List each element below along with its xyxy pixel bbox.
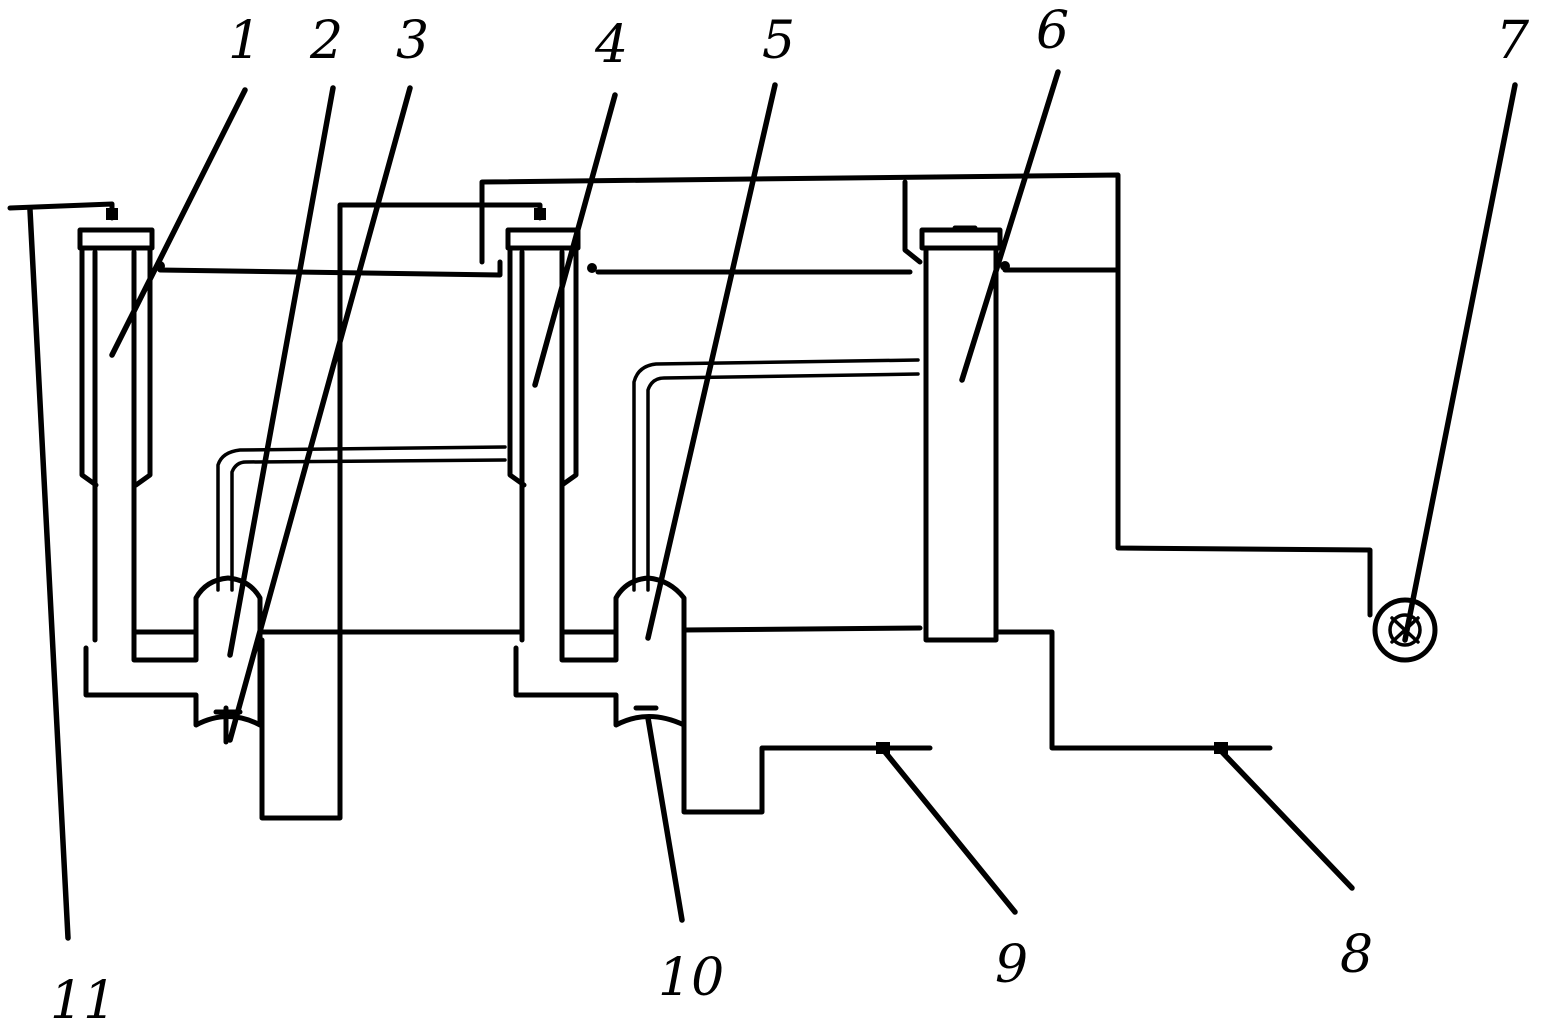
label-8: 8: [1340, 925, 1373, 985]
label-11: 11: [50, 971, 116, 1031]
riser-pipe-2-to-4: [216, 445, 507, 592]
vessel-5: [513, 575, 923, 728]
column-1: [77, 227, 165, 643]
label-5: 5: [762, 11, 795, 71]
riser-pipe-5-to-6: [632, 358, 920, 592]
label-2: 2: [309, 11, 343, 71]
label-3: 3: [396, 11, 429, 71]
label-10: 10: [658, 948, 724, 1008]
vapour-line: [157, 172, 1373, 618]
leader-lines: [27, 69, 1518, 941]
vessel-2: [83, 575, 263, 745]
inlet-pipe-11: [7, 201, 118, 221]
label-9: 9: [995, 935, 1028, 995]
label-7: 7: [1496, 11, 1530, 71]
base-piping: [681, 629, 1273, 815]
label-4: 4: [594, 15, 628, 75]
support-leg-1: [259, 202, 546, 821]
label-6: 6: [1036, 1, 1069, 61]
column-6: [919, 225, 1010, 643]
label-1: 1: [228, 11, 261, 71]
pump-wheel-icon: [1372, 597, 1438, 663]
column-4: [505, 227, 597, 643]
